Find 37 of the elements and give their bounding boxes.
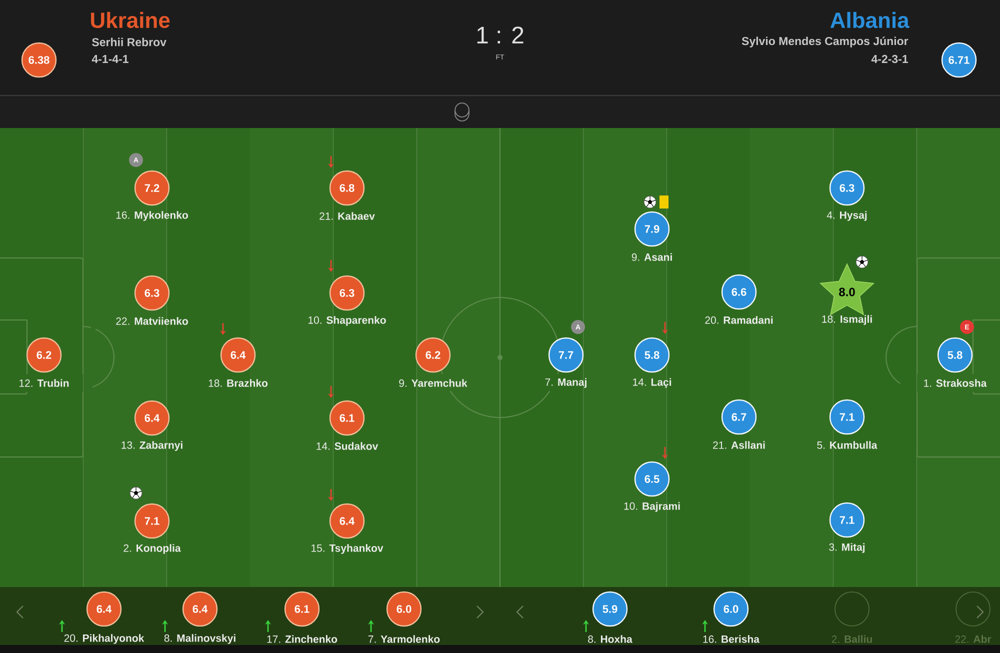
player-name: 14. Laçi (633, 378, 672, 388)
player-name: 2. Balliu (832, 635, 872, 643)
player-name: 8. Hoxha (588, 635, 632, 643)
player-name: 22. Abr (955, 635, 992, 643)
player-name: 20. Ramadani (705, 316, 773, 324)
player-name: 4. Hysaj (826, 211, 867, 221)
player-name: 10. Bajrami (624, 502, 680, 512)
player-name: 21. Kabaev (320, 212, 375, 220)
player-name: 9. Asani (632, 253, 672, 261)
player-name: 1. Strakosha (924, 379, 987, 387)
player-name: 14. Sudakov (316, 442, 378, 450)
player-name: 9. Yaremchuk (399, 379, 468, 387)
formation: 4-2-3-1 (871, 54, 908, 64)
player-name: 8. Malinovskyi (164, 634, 236, 644)
coach-name: Sylvio Mendes Campos Júnior (742, 36, 908, 48)
player-name: 18. Ismajli (822, 315, 872, 325)
score: 1 : 2 (477, 26, 524, 44)
player-name: 13. Zabarnyi (122, 441, 182, 451)
player-name: 21. Asllani (713, 441, 765, 449)
player-name: 16. Berisha (703, 635, 760, 643)
player-name: 20. Pikhalyonok (64, 634, 144, 644)
player-name: 7. Manaj (545, 378, 586, 388)
player-name: 18. Brazhko (208, 379, 268, 387)
player-name: 7. Yarmolenko (368, 635, 440, 643)
player-name: 2. Konoplia (124, 544, 181, 554)
player-name: 10. Shaparenko (308, 316, 386, 326)
player-name: 3. Mitaj (829, 543, 865, 553)
team-name: Ukraine (91, 12, 170, 28)
player-name: 16. Mykolenko (116, 211, 188, 221)
coach-name: Serhii Rebrov (92, 38, 166, 46)
formation: 4-1-4-1 (92, 55, 128, 63)
player-name: 22. Matviienko (116, 317, 188, 325)
player-name: 17. Zinchenko (267, 635, 338, 643)
player-name: 15. Tsyhankov (312, 544, 384, 554)
player-name: 5. Kumbulla (817, 441, 878, 449)
player-name: 12. Trubin (20, 379, 69, 387)
team-name: Albania (830, 12, 910, 28)
